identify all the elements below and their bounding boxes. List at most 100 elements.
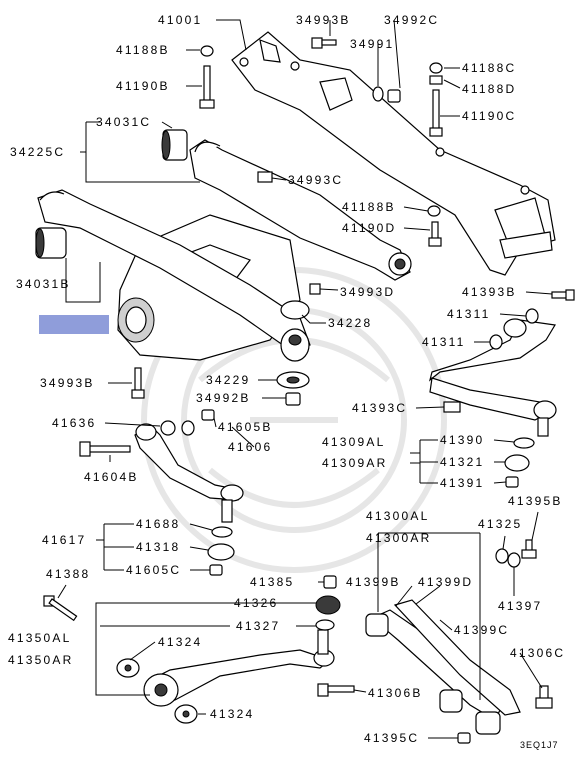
washer-41324-upper[interactable] (116, 658, 140, 678)
label-41190C[interactable]: 41190C (462, 109, 516, 123)
label-41190B[interactable]: 41190B (116, 79, 170, 93)
bolt-34993B-top[interactable] (311, 37, 337, 49)
label-34229[interactable]: 34229 (206, 373, 250, 387)
nut-41605C[interactable] (209, 564, 223, 576)
label-41395B[interactable]: 41395B (508, 494, 563, 508)
bushing-41326[interactable] (315, 595, 341, 615)
bolt-41306C[interactable] (535, 685, 553, 709)
label-41388[interactable]: 41388 (46, 567, 90, 581)
bolt-34993C[interactable] (257, 171, 273, 183)
label-41190D[interactable]: 41190D (342, 221, 396, 235)
bolt-41306B[interactable] (317, 683, 355, 697)
label-41399C[interactable]: 41399C (454, 623, 509, 637)
boot-clip-41390[interactable] (513, 437, 535, 449)
label-41617[interactable]: 41617 (42, 533, 86, 547)
label-34993D[interactable]: 34993D (340, 285, 395, 299)
washer-41311b[interactable] (489, 334, 503, 350)
label-41326[interactable]: 41326 (234, 596, 278, 610)
label-41324-lower[interactable]: 41324 (210, 707, 254, 721)
label-41605C[interactable]: 41605C (126, 563, 181, 577)
washer-41188D[interactable] (429, 75, 443, 85)
label-41306C[interactable]: 41306C (510, 646, 565, 660)
label-41688[interactable]: 41688 (136, 517, 180, 531)
rear-member-34225C[interactable] (189, 139, 412, 281)
label-41325[interactable]: 41325 (478, 517, 522, 531)
label-41324-upper[interactable]: 41324 (158, 635, 202, 649)
nut-34992C[interactable] (387, 89, 401, 103)
washer-41188B-mid[interactable] (427, 205, 441, 217)
label-41188B-mid[interactable]: 41188B (342, 200, 396, 214)
lower-arm-41350A[interactable] (143, 629, 335, 707)
label-34993B-top[interactable]: 34993B (296, 13, 351, 27)
mount-34228[interactable] (280, 300, 310, 362)
bolt-41388[interactable] (43, 595, 78, 622)
label-34228[interactable]: 34228 (328, 316, 372, 330)
bolt-41393B[interactable] (551, 289, 575, 301)
ring-41327[interactable] (315, 619, 335, 631)
bolt-41393C[interactable] (443, 401, 461, 413)
label-41001[interactable]: 41001 (158, 13, 202, 27)
label-41188C[interactable]: 41188C (462, 61, 516, 75)
boot-41318[interactable] (207, 543, 235, 561)
label-41606[interactable]: 41606 (228, 440, 272, 454)
label-41321[interactable]: 41321 (440, 455, 484, 469)
label-41350AL[interactable]: 41350AL (8, 631, 71, 645)
crossmember-41001[interactable] (231, 31, 556, 276)
label-41309AL[interactable]: 41309AL (322, 435, 385, 449)
upper-arm-41309[interactable] (428, 318, 557, 437)
label-41306B[interactable]: 41306B (368, 686, 423, 700)
washer-41188C[interactable] (429, 62, 443, 74)
toe-arm-41617[interactable] (134, 423, 244, 523)
label-41393B[interactable]: 41393B (462, 285, 517, 299)
label-41604B[interactable]: 41604B (84, 470, 139, 484)
dust-boot-41321[interactable] (504, 454, 530, 472)
washer-41606[interactable] (181, 420, 195, 436)
label-41636[interactable]: 41636 (52, 416, 96, 430)
washer-41636[interactable] (160, 420, 176, 436)
label-41327[interactable]: 41327 (236, 619, 280, 633)
nut-41391[interactable] (505, 476, 519, 488)
label-34993C[interactable]: 34993C (288, 173, 343, 187)
label-41188B-top[interactable]: 41188B (116, 43, 170, 57)
label-34031C[interactable]: 34031C (96, 115, 151, 129)
label-41399B[interactable]: 41399B (346, 575, 401, 589)
label-41300AL[interactable]: 41300AL (366, 509, 429, 523)
bolt-34993D[interactable] (309, 283, 321, 295)
differential-mount-arm[interactable] (37, 189, 311, 351)
label-41399D[interactable]: 41399D (418, 575, 473, 589)
bolt-41190C[interactable] (429, 89, 443, 137)
nut-41605B[interactable] (201, 409, 215, 421)
washer-34991[interactable] (372, 86, 384, 102)
washer-41397[interactable] (507, 552, 521, 568)
washer-41325[interactable] (495, 548, 509, 564)
washer-41324-lower[interactable] (174, 704, 198, 724)
label-41300AR[interactable]: 41300AR (366, 531, 431, 545)
nut-41395C[interactable] (457, 732, 471, 744)
nut-34992B[interactable] (285, 392, 301, 406)
label-41605B[interactable]: 41605B (218, 420, 273, 434)
label-41395C[interactable]: 41395C (364, 731, 419, 745)
label-34992B[interactable]: 34992B (196, 391, 251, 405)
label-41350AR[interactable]: 41350AR (8, 653, 73, 667)
label-34992C[interactable]: 34992C (384, 13, 439, 27)
label-34991[interactable]: 34991 (350, 37, 394, 51)
label-41311-a[interactable]: 41311 (447, 307, 490, 321)
label-41385[interactable]: 41385 (250, 575, 294, 589)
clip-41688[interactable] (211, 526, 233, 538)
label-41309AR[interactable]: 41309AR (322, 456, 387, 470)
mount-washer-34229[interactable] (276, 371, 310, 389)
label-41390[interactable]: 41390 (440, 433, 484, 447)
label-41391[interactable]: 41391 (440, 476, 484, 490)
nut-41385[interactable] (323, 575, 337, 589)
bolt-41604B[interactable] (79, 441, 131, 457)
label-41311-b[interactable]: 41311 (422, 335, 465, 349)
label-34993B-lower[interactable]: 34993B (40, 376, 95, 390)
label-41188D[interactable]: 41188D (462, 82, 516, 96)
bushing-34031B[interactable] (35, 227, 67, 259)
label-41318[interactable]: 41318 (136, 540, 180, 554)
label-34225C[interactable]: 34225C (10, 145, 65, 159)
washer-41188B-top[interactable] (200, 45, 214, 57)
label-34031B[interactable]: 34031B (16, 277, 71, 291)
bolt-41190B[interactable] (199, 65, 215, 109)
bolt-41190D[interactable] (428, 221, 442, 247)
